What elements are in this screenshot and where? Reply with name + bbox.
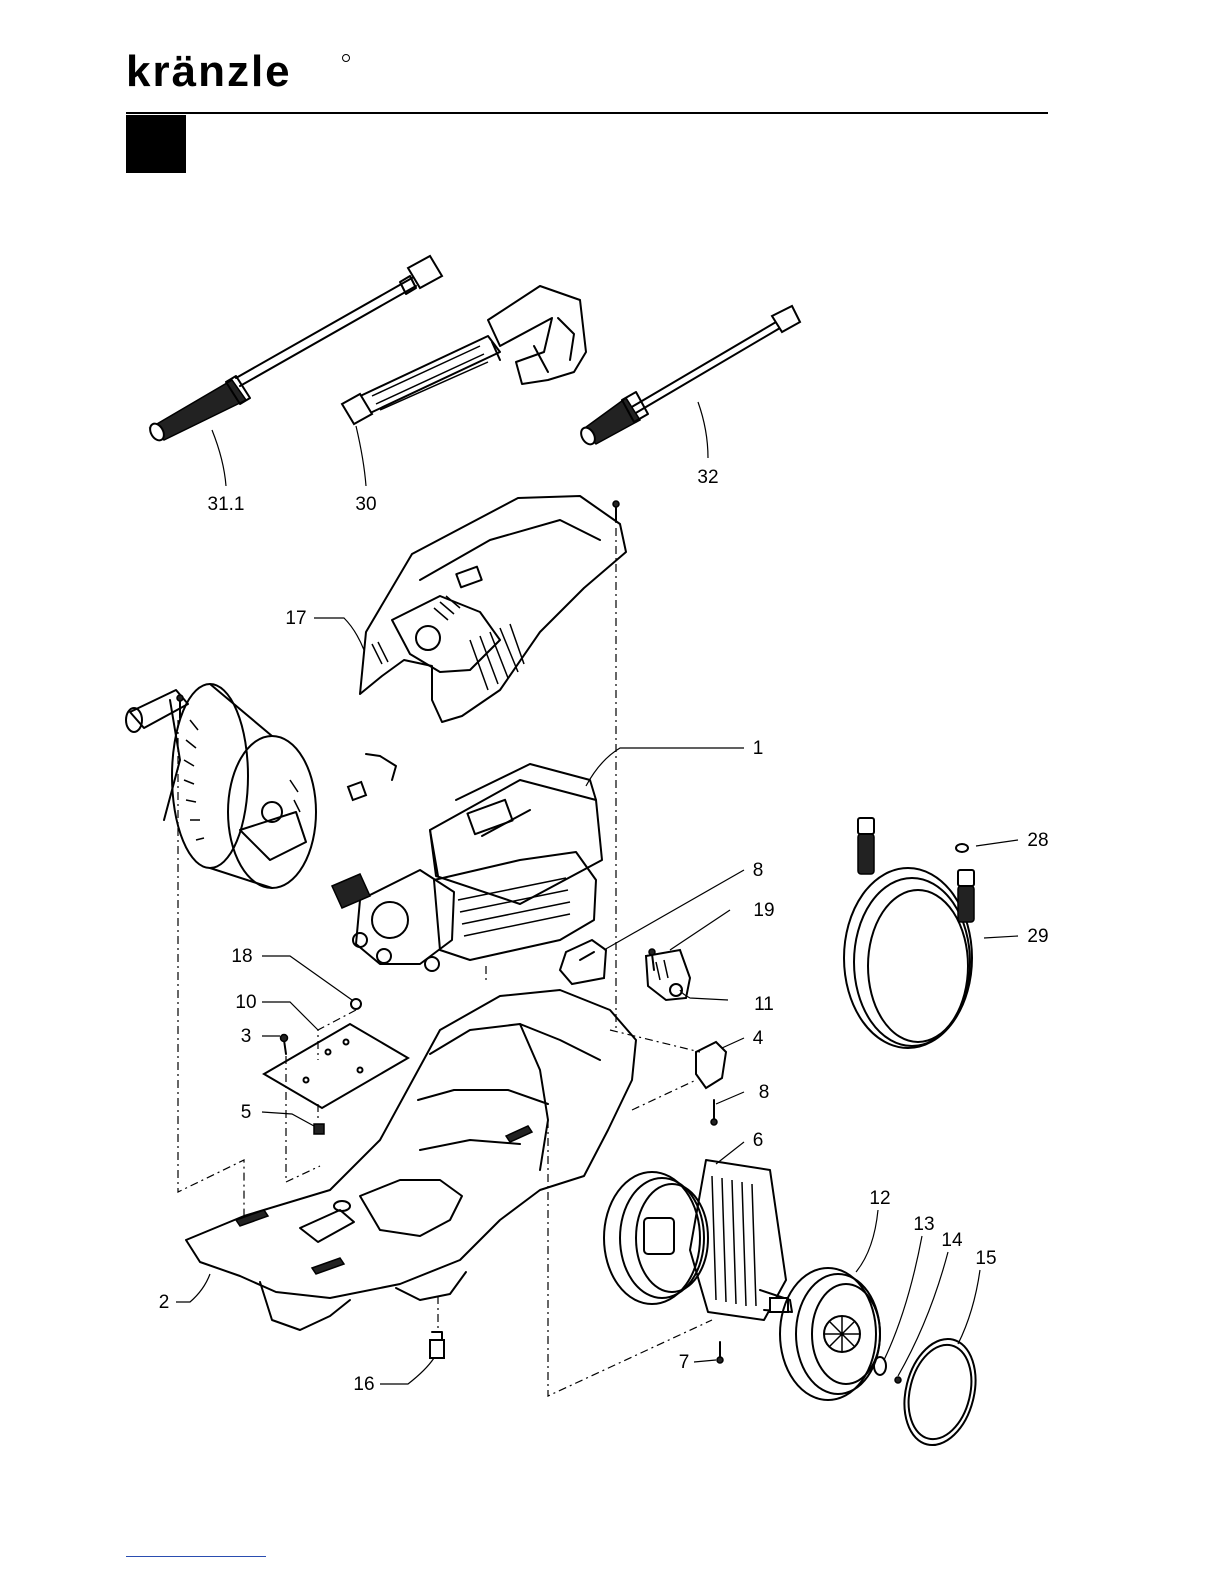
top-cover-17 (360, 496, 626, 722)
callout-7: 7 (679, 1352, 690, 1373)
o-ring-28 (956, 844, 968, 852)
callout-14: 14 (941, 1230, 963, 1251)
callout-12: 12 (869, 1188, 890, 1209)
callout-11: 8 (759, 1082, 770, 1103)
hose-fitting (348, 754, 396, 800)
bracket-8-lower (696, 1042, 726, 1088)
callout-18: 11 (754, 994, 774, 1015)
cap-14 (895, 1377, 901, 1383)
hose-29 (844, 818, 974, 1048)
callout-17: 17 (285, 608, 306, 629)
motor-pump-unit-1 (332, 764, 602, 971)
foot-16 (430, 1332, 444, 1358)
callout-31-1: 31.1 (208, 494, 245, 515)
leader-lines (176, 402, 1018, 1384)
callout-labels: 31.1 30 32 17 1 28 29 8 19 18 10 3 4 8 1… (159, 467, 1049, 1395)
callout-1: 1 (753, 738, 764, 759)
callout-16: 16 (353, 1374, 374, 1395)
foot-5 (314, 1124, 324, 1134)
callout-30: 30 (355, 494, 376, 515)
nut-10 (351, 999, 361, 1009)
callout-28: 28 (1027, 830, 1048, 851)
callout-2: 2 (159, 1292, 170, 1313)
callout-5: 5 (241, 1102, 252, 1123)
wheel-12 (780, 1268, 880, 1400)
callout-6: 6 (753, 1130, 764, 1151)
callout-29: 29 (1027, 926, 1048, 947)
turbo-lance-32 (578, 306, 800, 447)
callout-15: 15 (975, 1248, 996, 1269)
bracket-8-upper (560, 940, 606, 984)
callout-8-lower: 4 (753, 1028, 764, 1049)
axle-holder-6 (690, 1160, 792, 1320)
chassis-2 (186, 990, 636, 1330)
callout-10: 18 (231, 946, 252, 967)
footer-rule (126, 1556, 266, 1557)
lance-31-1 (147, 256, 442, 443)
callout-13: 13 (913, 1214, 934, 1235)
callout-3: 10 (235, 992, 256, 1013)
screw-4 (281, 1035, 288, 1055)
hubcap-15 (894, 1331, 986, 1452)
hose-reel (126, 684, 316, 888)
screw-7 (717, 1342, 723, 1363)
callout-19: 19 (753, 900, 774, 921)
callout-32: 32 (697, 467, 718, 488)
callout-8-upper: 8 (753, 860, 764, 881)
callout-4: 3 (241, 1026, 252, 1047)
